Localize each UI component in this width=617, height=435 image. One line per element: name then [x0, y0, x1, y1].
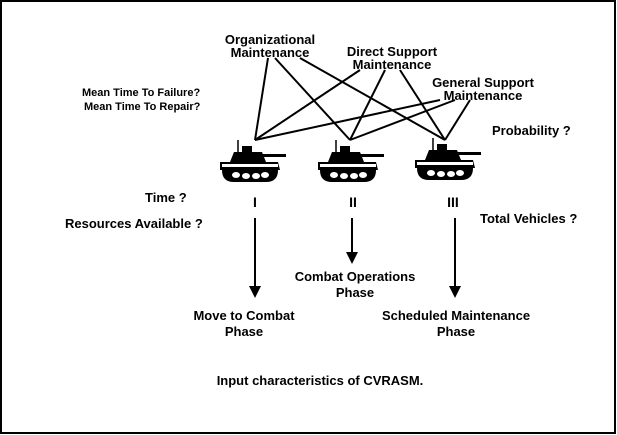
general-support-label-line1: General Support	[432, 75, 535, 90]
scheduled-maintenance-label-line1: Scheduled Maintenance	[382, 308, 530, 323]
probability-label: Probability ?	[492, 123, 571, 138]
scheduled-maintenance-label-line2: Phase	[437, 324, 475, 339]
resources-label: Resources Available ?	[65, 216, 203, 231]
vehicle-numeral-2: II	[349, 194, 357, 210]
vehicle-numeral-3: III	[447, 194, 459, 210]
move-to-combat-label-line2: Phase	[225, 324, 263, 339]
move-to-combat-label-line1: Move to Combat	[193, 308, 295, 323]
vehicle-numeral-1: I	[253, 194, 257, 210]
tank-icon	[414, 137, 482, 181]
combat-operations-label-line2: Phase	[336, 285, 374, 300]
connector-lines	[254, 57, 471, 141]
direct-support-label-line2: Maintenance	[353, 57, 432, 72]
mttr-label: Mean Time To Repair?	[84, 101, 201, 113]
organizational-maintenance-label-line1: Organizational	[225, 32, 315, 47]
tank-icon	[317, 139, 385, 183]
time-label: Time ?	[145, 190, 187, 205]
total-vehicles-label: Total Vehicles ?	[480, 211, 577, 226]
mttf-label: Mean Time To Failure?	[82, 87, 200, 99]
diagram-caption: Input characteristics of CVRASM.	[217, 373, 424, 388]
organizational-maintenance-label-line2: Maintenance	[231, 45, 310, 60]
phase-arrows	[249, 218, 461, 298]
direct-support-label-line1: Direct Support	[347, 44, 438, 59]
general-support-label-line2: Maintenance	[444, 88, 523, 103]
combat-operations-label-line1: Combat Operations	[295, 269, 416, 284]
tank-icon	[219, 139, 287, 183]
